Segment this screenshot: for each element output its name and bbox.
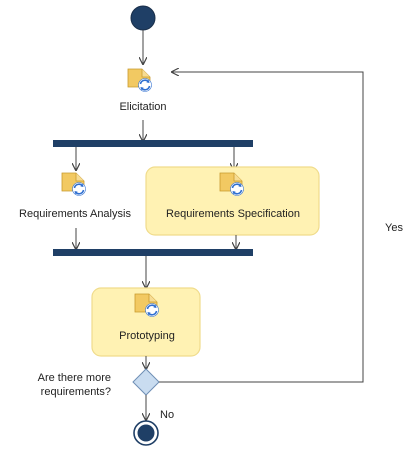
requirements-analysis-label: Requirements Analysis — [19, 208, 131, 220]
no-label: No — [160, 409, 175, 421]
edge-decision-yes-loop — [159, 72, 364, 383]
requirements-specification-label: Requirements Specification — [166, 208, 300, 220]
join-bar — [53, 249, 253, 256]
decision-node — [132, 368, 160, 396]
start-node — [130, 5, 156, 31]
prototyping-label: Prototyping — [119, 330, 175, 342]
decision-question-line1: Are there more — [37, 372, 111, 384]
yes-label: Yes — [385, 222, 403, 234]
requirements-analysis-task-icon — [61, 172, 87, 197]
elicitation-label: Elicitation — [119, 101, 167, 113]
requirements-specification-box[interactable] — [145, 166, 320, 236]
end-node-inner — [137, 424, 155, 442]
fork-bar — [53, 140, 253, 147]
decision-question-line2: requirements? — [40, 386, 111, 398]
elicitation-task-icon — [127, 68, 153, 93]
